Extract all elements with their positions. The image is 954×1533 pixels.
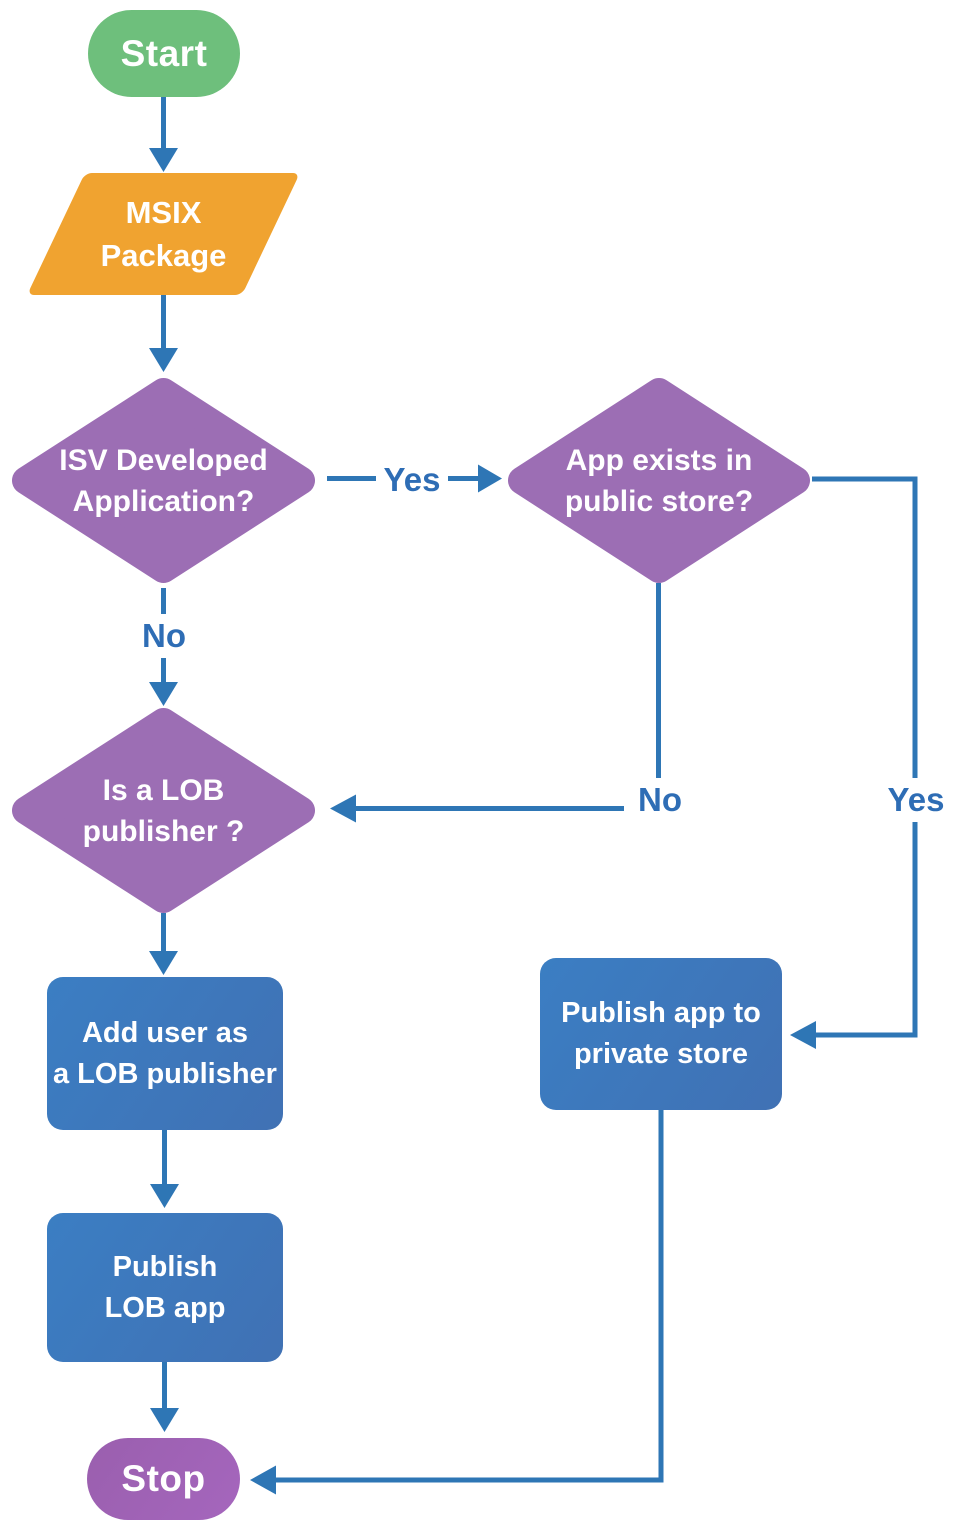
edge-publishprivate-stop <box>250 1110 664 1495</box>
node-appexists-label-line2: public store? <box>564 484 754 518</box>
node-msix-label-line1: MSIX <box>125 195 202 230</box>
arrowhead-left-icon <box>790 1021 816 1049</box>
node-adduser-label-line1: Add user as <box>81 1016 248 1049</box>
edge-appexists-lob-no <box>330 583 661 823</box>
node-stop: Stop <box>87 1438 240 1520</box>
node-lobpublisher-label-line2: publisher ? <box>82 814 245 848</box>
edge-label-yes-top: Yes <box>376 458 448 502</box>
diamond-shape <box>12 708 315 913</box>
node-publish-lob-app: Publish LOB app <box>47 1213 283 1362</box>
node-isv-developed-application: ISV Developed Application? <box>12 378 315 583</box>
node-add-user-lob-publisher: Add user as a LOB publisher <box>47 977 283 1130</box>
node-publishprivate-label-line2: private store <box>573 1038 749 1070</box>
node-stop-label: Stop <box>121 1458 206 1499</box>
arrowhead-left-icon <box>250 1465 276 1495</box>
edge-appexists-publishprivate-yes <box>790 476 918 1049</box>
diamond-shape <box>508 378 810 583</box>
arrowhead-down-icon <box>149 348 178 372</box>
edge-lob-adduser <box>149 913 178 975</box>
edge-label-no-left: No <box>129 614 199 658</box>
edge-adduser-publishlob <box>150 1130 179 1208</box>
edge-label-no-middle: No <box>624 778 696 822</box>
edge-start-msix <box>149 97 178 172</box>
arrowhead-down-icon <box>149 682 178 706</box>
node-publishlob-label-line2: LOB app <box>104 1291 226 1324</box>
node-publishlob-label-line1: Publish <box>112 1250 218 1283</box>
node-adduser-label-line2: a LOB publisher <box>53 1057 277 1090</box>
diamond-shape <box>12 378 315 583</box>
arrowhead-down-icon <box>149 951 178 975</box>
edge-label-yes-right: Yes <box>880 778 952 822</box>
node-start: Start <box>88 10 240 97</box>
node-start-label: Start <box>120 32 208 74</box>
node-appexists-label-line1: App exists in <box>565 443 753 477</box>
edge-msix-isv <box>149 295 178 372</box>
node-publishprivate-label-line1: Publish app to <box>561 997 761 1029</box>
arrowhead-down-icon <box>149 148 178 172</box>
node-msix-label-line2: Package <box>100 238 227 273</box>
node-lobpublisher-label-line1: Is a LOB <box>102 773 225 807</box>
node-app-exists-public-store: App exists in public store? <box>508 378 810 583</box>
arrowhead-down-icon <box>150 1408 179 1432</box>
node-isv-label-line1: ISV Developed <box>59 443 268 477</box>
edge-publishlob-stop <box>150 1362 179 1432</box>
node-isv-label-line2: Application? <box>72 484 255 518</box>
node-publish-app-private-store: Publish app to private store <box>540 958 782 1110</box>
node-msix-package: MSIX Package <box>27 173 300 295</box>
node-is-lob-publisher: Is a LOB publisher ? <box>12 708 315 913</box>
arrowhead-right-icon <box>478 464 502 493</box>
arrowhead-left-icon <box>330 794 356 823</box>
arrowhead-down-icon <box>150 1184 179 1208</box>
